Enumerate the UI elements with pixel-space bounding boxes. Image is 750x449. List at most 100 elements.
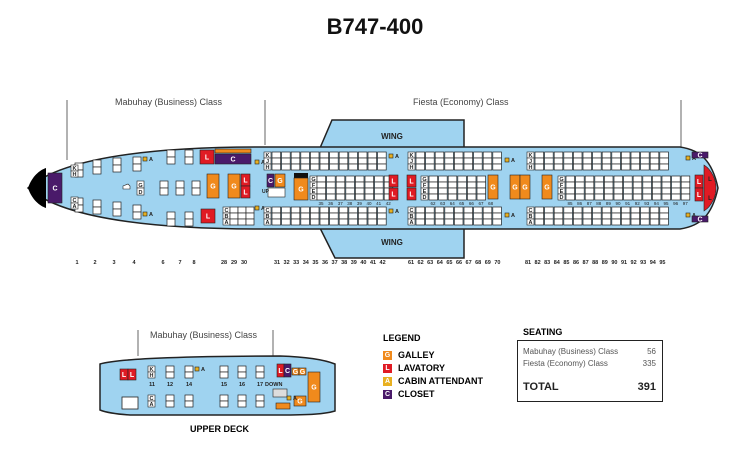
seat-letter[interactable]: K [410, 153, 414, 159]
seat[interactable] [630, 206, 640, 214]
seat[interactable] [310, 157, 320, 165]
seat[interactable] [428, 193, 438, 201]
seat[interactable] [245, 218, 255, 226]
seat[interactable] [358, 206, 368, 214]
seat[interactable] [467, 181, 477, 189]
seat[interactable] [661, 175, 671, 183]
seat-letter[interactable]: A [529, 220, 533, 226]
seat[interactable] [159, 187, 169, 196]
seat-letter-box[interactable] [309, 181, 318, 189]
seat[interactable] [553, 206, 564, 214]
seat[interactable] [492, 206, 502, 214]
seat[interactable] [237, 218, 247, 226]
seat-letter-box[interactable] [526, 206, 535, 214]
seat-letter[interactable]: A [266, 220, 270, 226]
seat-letter-box[interactable] [420, 193, 429, 201]
seat-letter-box[interactable] [147, 371, 156, 379]
seat[interactable] [563, 218, 573, 226]
seat[interactable] [271, 212, 281, 220]
seat[interactable] [463, 212, 473, 220]
seat[interactable] [329, 206, 339, 214]
seat-letter-box[interactable] [147, 365, 156, 373]
seat[interactable] [661, 187, 671, 195]
seat[interactable] [553, 218, 564, 226]
seat[interactable] [434, 151, 445, 159]
seat-letter-box[interactable] [222, 218, 231, 226]
seat-letter-box[interactable] [407, 212, 416, 220]
seat[interactable] [680, 187, 691, 195]
seat[interactable] [584, 187, 595, 195]
seat[interactable] [425, 163, 435, 171]
seat-letter[interactable]: F [312, 183, 316, 189]
seat[interactable] [377, 157, 387, 165]
seat-letter[interactable]: A [150, 402, 154, 408]
seat[interactable] [338, 157, 349, 165]
seat[interactable] [611, 163, 621, 171]
seat[interactable] [652, 181, 662, 189]
seat-letter-box[interactable] [526, 163, 535, 171]
seat[interactable] [326, 193, 336, 201]
seat[interactable] [621, 212, 631, 220]
seat-letter-box[interactable] [136, 180, 145, 189]
seat-letter-box[interactable] [557, 181, 566, 189]
seat-letter[interactable]: D [312, 195, 316, 201]
seat[interactable] [335, 181, 346, 189]
seat[interactable] [671, 181, 681, 189]
seat[interactable] [237, 212, 247, 220]
seat[interactable] [374, 193, 384, 201]
seat[interactable] [544, 212, 554, 220]
seat[interactable] [640, 206, 650, 214]
seat[interactable] [348, 151, 358, 159]
seat[interactable] [575, 193, 585, 201]
seat-letter-box[interactable] [407, 151, 416, 159]
seat[interactable] [166, 156, 176, 165]
seat[interactable] [659, 212, 669, 220]
seat-letter-box[interactable] [136, 187, 145, 196]
seat[interactable] [467, 175, 477, 183]
seat-letter[interactable]: E [560, 189, 564, 195]
seat[interactable] [428, 187, 438, 195]
seat[interactable] [310, 206, 320, 214]
seat[interactable] [621, 218, 631, 226]
seat[interactable] [623, 193, 633, 201]
seat[interactable] [184, 156, 194, 165]
seat-letter[interactable]: G [422, 177, 426, 183]
seat-letter[interactable]: E [423, 189, 427, 195]
seat[interactable] [573, 163, 583, 171]
seat[interactable] [482, 163, 493, 171]
seat[interactable] [659, 163, 669, 171]
seat[interactable] [338, 163, 349, 171]
seat[interactable] [454, 212, 464, 220]
seat[interactable] [613, 175, 623, 183]
seat-letter[interactable]: A [410, 220, 414, 226]
seat[interactable] [377, 212, 387, 220]
seat[interactable] [300, 163, 310, 171]
seat[interactable] [165, 394, 175, 402]
seat[interactable] [219, 394, 229, 402]
seat[interactable] [132, 156, 142, 165]
seat[interactable] [661, 181, 671, 189]
seat[interactable] [112, 164, 122, 173]
seat-letter[interactable]: B [225, 214, 229, 220]
seat[interactable] [642, 175, 652, 183]
seat-letter-box[interactable] [147, 394, 156, 402]
seat[interactable] [184, 211, 194, 220]
seat[interactable] [184, 371, 194, 379]
seat[interactable] [281, 151, 291, 159]
seat[interactable] [300, 151, 310, 159]
seat[interactable] [290, 163, 301, 171]
seat[interactable] [621, 157, 631, 165]
seat[interactable] [582, 157, 592, 165]
seat[interactable] [640, 163, 650, 171]
seat[interactable] [640, 157, 650, 165]
seat[interactable] [319, 163, 329, 171]
seat[interactable] [415, 218, 425, 226]
seat[interactable] [544, 163, 554, 171]
seat[interactable] [165, 371, 175, 379]
seat-letter-box[interactable] [407, 206, 416, 214]
seat[interactable] [425, 206, 435, 214]
seat[interactable] [630, 218, 640, 226]
seat[interactable] [132, 211, 142, 220]
seat[interactable] [237, 365, 247, 373]
seat[interactable] [166, 211, 176, 220]
